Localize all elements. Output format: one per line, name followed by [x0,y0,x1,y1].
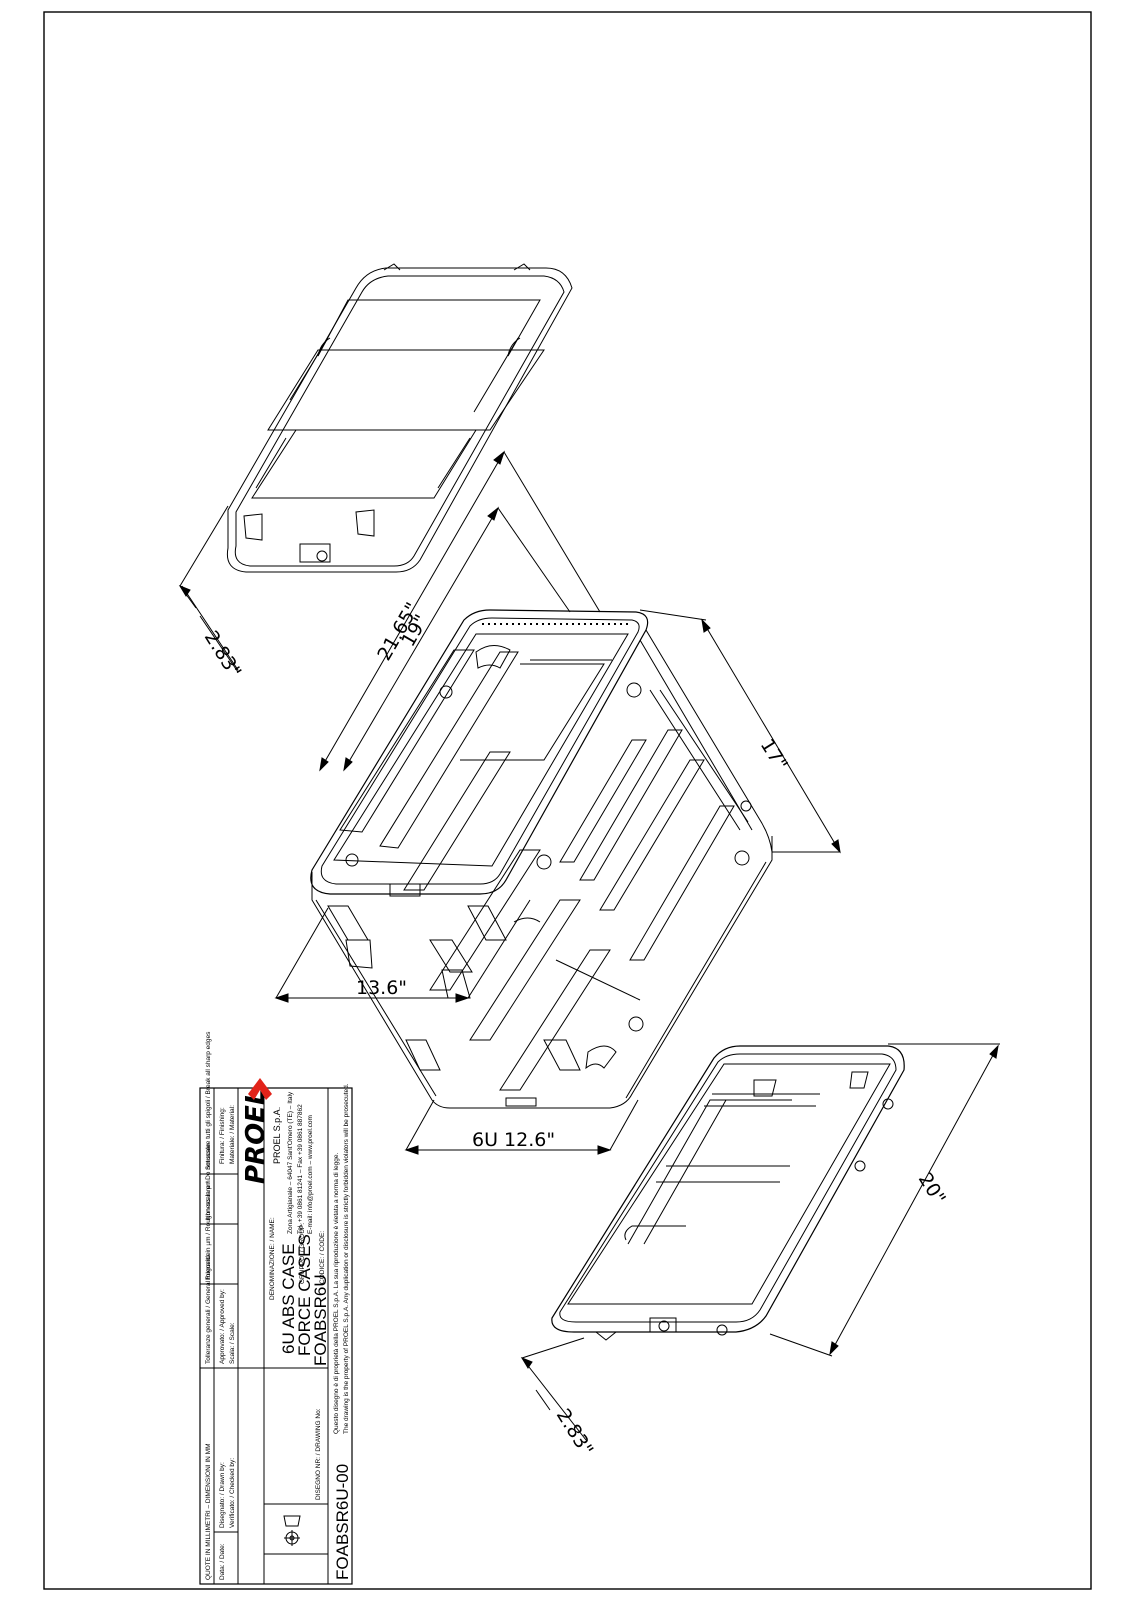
case-body-drawing [310,609,773,1109]
dim-height: 6U 12.6" [472,1129,555,1151]
company-address: Zona Artigianale – 64047 Sant'Omero (TE)… [287,1091,294,1234]
product-group: FORCE CASES [295,1234,314,1356]
dim-front-depth: 13.6" [356,977,407,999]
finish-label: Finitura: / Finishing: [219,1107,226,1164]
code-label: CODICE: / CODE: [319,1231,326,1284]
drawing-number: FOABSR6U-00 [333,1464,352,1580]
company-email: E-mail: info@proel.com – www.proel.com [307,1115,314,1234]
sharp-edges-note: Smussare tutti gli spigoli / Break all s… [205,1031,212,1170]
dimension-lines [178,450,1000,1441]
sheet-border [43,11,1092,1590]
company-name: PROEL S.p.A. [272,1107,282,1164]
product-name: 6U ABS CASE [279,1243,298,1354]
roughness-note: Rugosità in µm / Roughness in µm [205,1180,212,1280]
product-code: FOABSR6U [311,1274,330,1366]
group-label: GRUPPO: / GROUP: [299,1223,306,1284]
dim-lid-top-depth: 2.83" [200,627,246,682]
lid-bottom-drawing [551,1045,905,1341]
checked-by-label: Verificato: / Checked by: [229,1458,236,1528]
title-block: QUOTE IN MILLIMETRI – DIMENSIONI IN MM T… [199,1031,353,1585]
drawing-number-label: DISEGNO NR: / DRAWING No: [315,1408,322,1500]
name-label: DENOMINAZIONE: / NAME: [269,1217,276,1300]
company-phone: Tel. +39 0861 81241 – Fax +39 0861 88786… [297,1104,304,1234]
title-block-frame [199,1087,353,1585]
first-angle-projection-icon [283,1515,301,1546]
approved-by-label: Approvato: / Approved by: [219,1289,226,1364]
disclaimer-en: The drawing is the property of PROEL S.p… [343,1083,350,1434]
drawn-by-label: Disegnato: / Drawn by: [219,1462,226,1528]
tolerance-note: Tolleranze generali / General tolerance [205,1252,212,1364]
material-label: Materiale: / Material: [229,1105,236,1164]
date-label: Data: / Date: [219,1543,226,1580]
not-scaled-note: Non scalare / Do not scale [205,1143,212,1220]
dim-side-length: 17" [756,735,792,775]
scale-label: Scala: / Scale: [229,1322,236,1364]
lid-top-drawing [226,263,573,573]
dim-lid-bottom-length: 20" [914,1169,950,1209]
disclaimer-it: Questo disegno è di proprietà della PROE… [333,1153,340,1434]
proel-logo-mark [248,1078,272,1100]
units-note: QUOTE IN MILLIMETRI – DIMENSIONI IN MM [205,1443,212,1580]
proel-logo: PROEL [241,1088,271,1184]
dim-lid-bottom-depth: 2.83" [552,1405,598,1460]
